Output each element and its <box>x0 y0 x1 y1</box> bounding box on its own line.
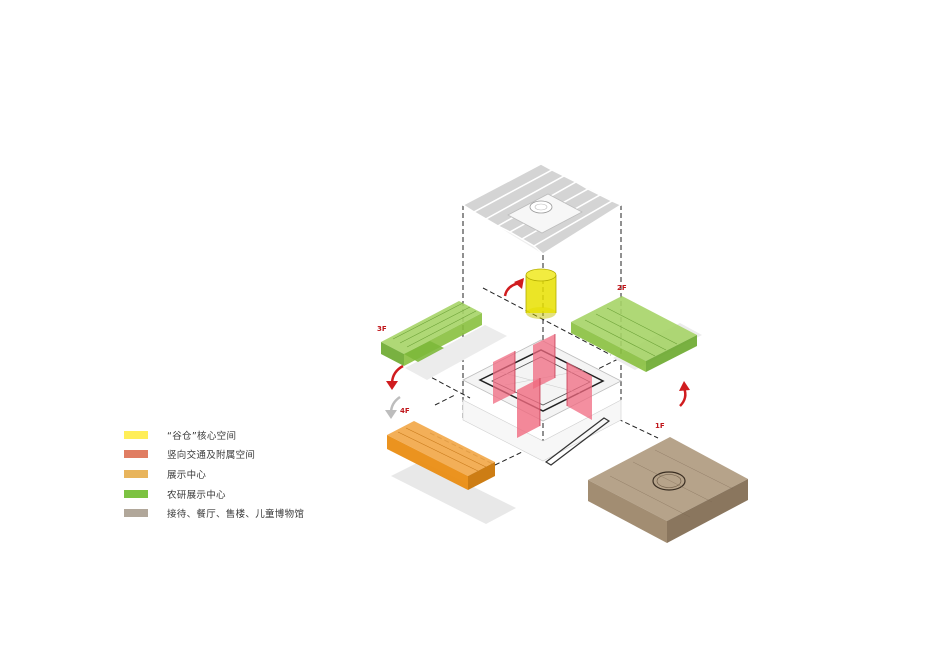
core-plan-base <box>462 399 622 462</box>
legend-swatch <box>124 469 148 478</box>
floor-4f-exhibition-block <box>387 421 516 524</box>
arrow-4f-head <box>385 410 397 419</box>
block-1f-side <box>667 479 748 543</box>
block-2f-texture <box>584 307 678 357</box>
block-4f-front <box>387 435 468 490</box>
block-2f-side <box>646 335 697 372</box>
legend-swatch <box>124 509 148 518</box>
block-1f-texture <box>609 449 734 518</box>
movement-arrows <box>385 278 690 419</box>
circulation-volumes <box>493 334 592 438</box>
block-4f-top <box>387 421 495 476</box>
block-3f-wing <box>404 341 444 362</box>
block-3f-shadow <box>405 325 507 380</box>
legend-label: 展示中心 <box>167 469 207 481</box>
roof-courtyard <box>507 193 583 234</box>
legend-swatch <box>124 450 148 459</box>
block-4f-texture <box>397 427 487 472</box>
circ-volume-3 <box>567 362 592 420</box>
legend-item: “谷仓”核心空间 <box>124 425 304 445</box>
block-1f-ring <box>652 471 686 491</box>
floor-labels: 3F 2F 4F 1F <box>377 284 665 430</box>
legend-item: 竖向交通及附属空间 <box>124 445 304 465</box>
circ-volume-1 <box>493 351 515 404</box>
block-1f-ring-inner <box>656 474 682 488</box>
block-3f-top <box>381 301 482 354</box>
block-3f-front <box>381 342 404 366</box>
floor-2f-agri-block <box>571 296 702 372</box>
block-2f-top <box>571 296 697 361</box>
ramp-strip <box>544 417 611 466</box>
arrow-1f-head <box>679 381 690 391</box>
arrow-granary-head <box>514 278 524 289</box>
legend-label: 接待、餐厅、售楼、儿童博物馆 <box>167 509 305 521</box>
circ-volume-edges <box>514 334 568 426</box>
legend-swatch <box>124 430 148 439</box>
roof-oculus-inner <box>534 203 548 211</box>
legend-label: 农研展示中心 <box>167 489 226 501</box>
roof-oculus <box>529 200 553 214</box>
block-4f-side <box>468 462 495 490</box>
legend-item: 接待、餐厅、售楼、儿童博物馆 <box>124 503 304 523</box>
granary-core-cylinder <box>525 268 557 319</box>
circ-volume-4 <box>517 378 540 438</box>
floor-3f-agri-block <box>381 301 507 380</box>
legend: “谷仓”核心空间竖向交通及附属空间展示中心农研展示中心接待、餐厅、售楼、儿童博物… <box>124 425 304 523</box>
legend-swatch <box>124 489 148 498</box>
floor-label-1f: 1F <box>655 422 665 430</box>
block-1f-top <box>588 437 748 521</box>
block-3f-texture <box>392 302 477 348</box>
floor-label-3f: 3F <box>377 325 387 333</box>
roof-layer <box>461 163 623 255</box>
legend-label: 竖向交通及附属空间 <box>167 450 256 462</box>
legend-item: 展示中心 <box>124 464 304 484</box>
arrow-3f-head <box>386 381 398 390</box>
floor-1f-reception-block <box>588 437 748 543</box>
block-1f-front <box>588 480 667 543</box>
block-4f-shadow <box>391 461 516 524</box>
circ-volume-2 <box>533 334 555 389</box>
legend-label: “谷仓”核心空间 <box>167 430 237 442</box>
legend-item: 农研展示中心 <box>124 484 304 504</box>
floor-label-4f: 4F <box>400 407 410 415</box>
block-2f-front <box>571 322 646 372</box>
floor-label-2f: 2F <box>617 284 627 292</box>
